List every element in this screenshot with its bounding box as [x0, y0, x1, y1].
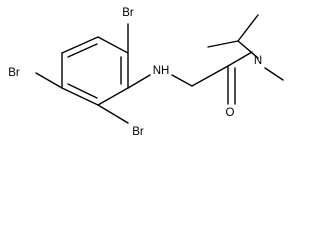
bond-ch-methyl-left	[207, 40, 239, 48]
atom-label-nh: NH	[153, 65, 170, 77]
bonds	[35, 14, 284, 124]
ring-bond-c6-c1	[97, 36, 129, 54]
ring-double-bond-c3-c4	[67, 83, 98, 99]
ring-bond-c1-c2	[61, 36, 99, 54]
ring-double-bond-c1-c2	[67, 43, 98, 58]
atom-labels: Br Br Br NH N O	[8, 7, 262, 138]
bond-c5-nh	[127, 74, 151, 89]
atom-label-o-carbonyl: O	[226, 107, 235, 119]
molecule-structure: Br Br Br NH N O	[8, 7, 284, 138]
bond-c3-br-left	[35, 72, 63, 89]
bond-carbonyl-n	[227, 51, 253, 67]
atom-label-br-bottom: Br	[132, 126, 144, 138]
atom-label-br-left: Br	[8, 67, 20, 79]
bond-n-isopropyl-ch	[237, 40, 259, 59]
bond-n-methyl	[264, 67, 284, 81]
bond-ch-methyl-right	[237, 14, 259, 42]
bond-c4-br-bottom	[97, 104, 129, 124]
atom-label-n-amide: N	[254, 55, 262, 67]
ring-bond-c4-c5	[97, 87, 129, 106]
atom-label-br-top: Br	[122, 7, 134, 19]
bond-ch2-carbonyl	[191, 65, 229, 87]
ring-bond-c3-c4	[61, 87, 99, 106]
bond-nh-ch2	[171, 74, 193, 87]
